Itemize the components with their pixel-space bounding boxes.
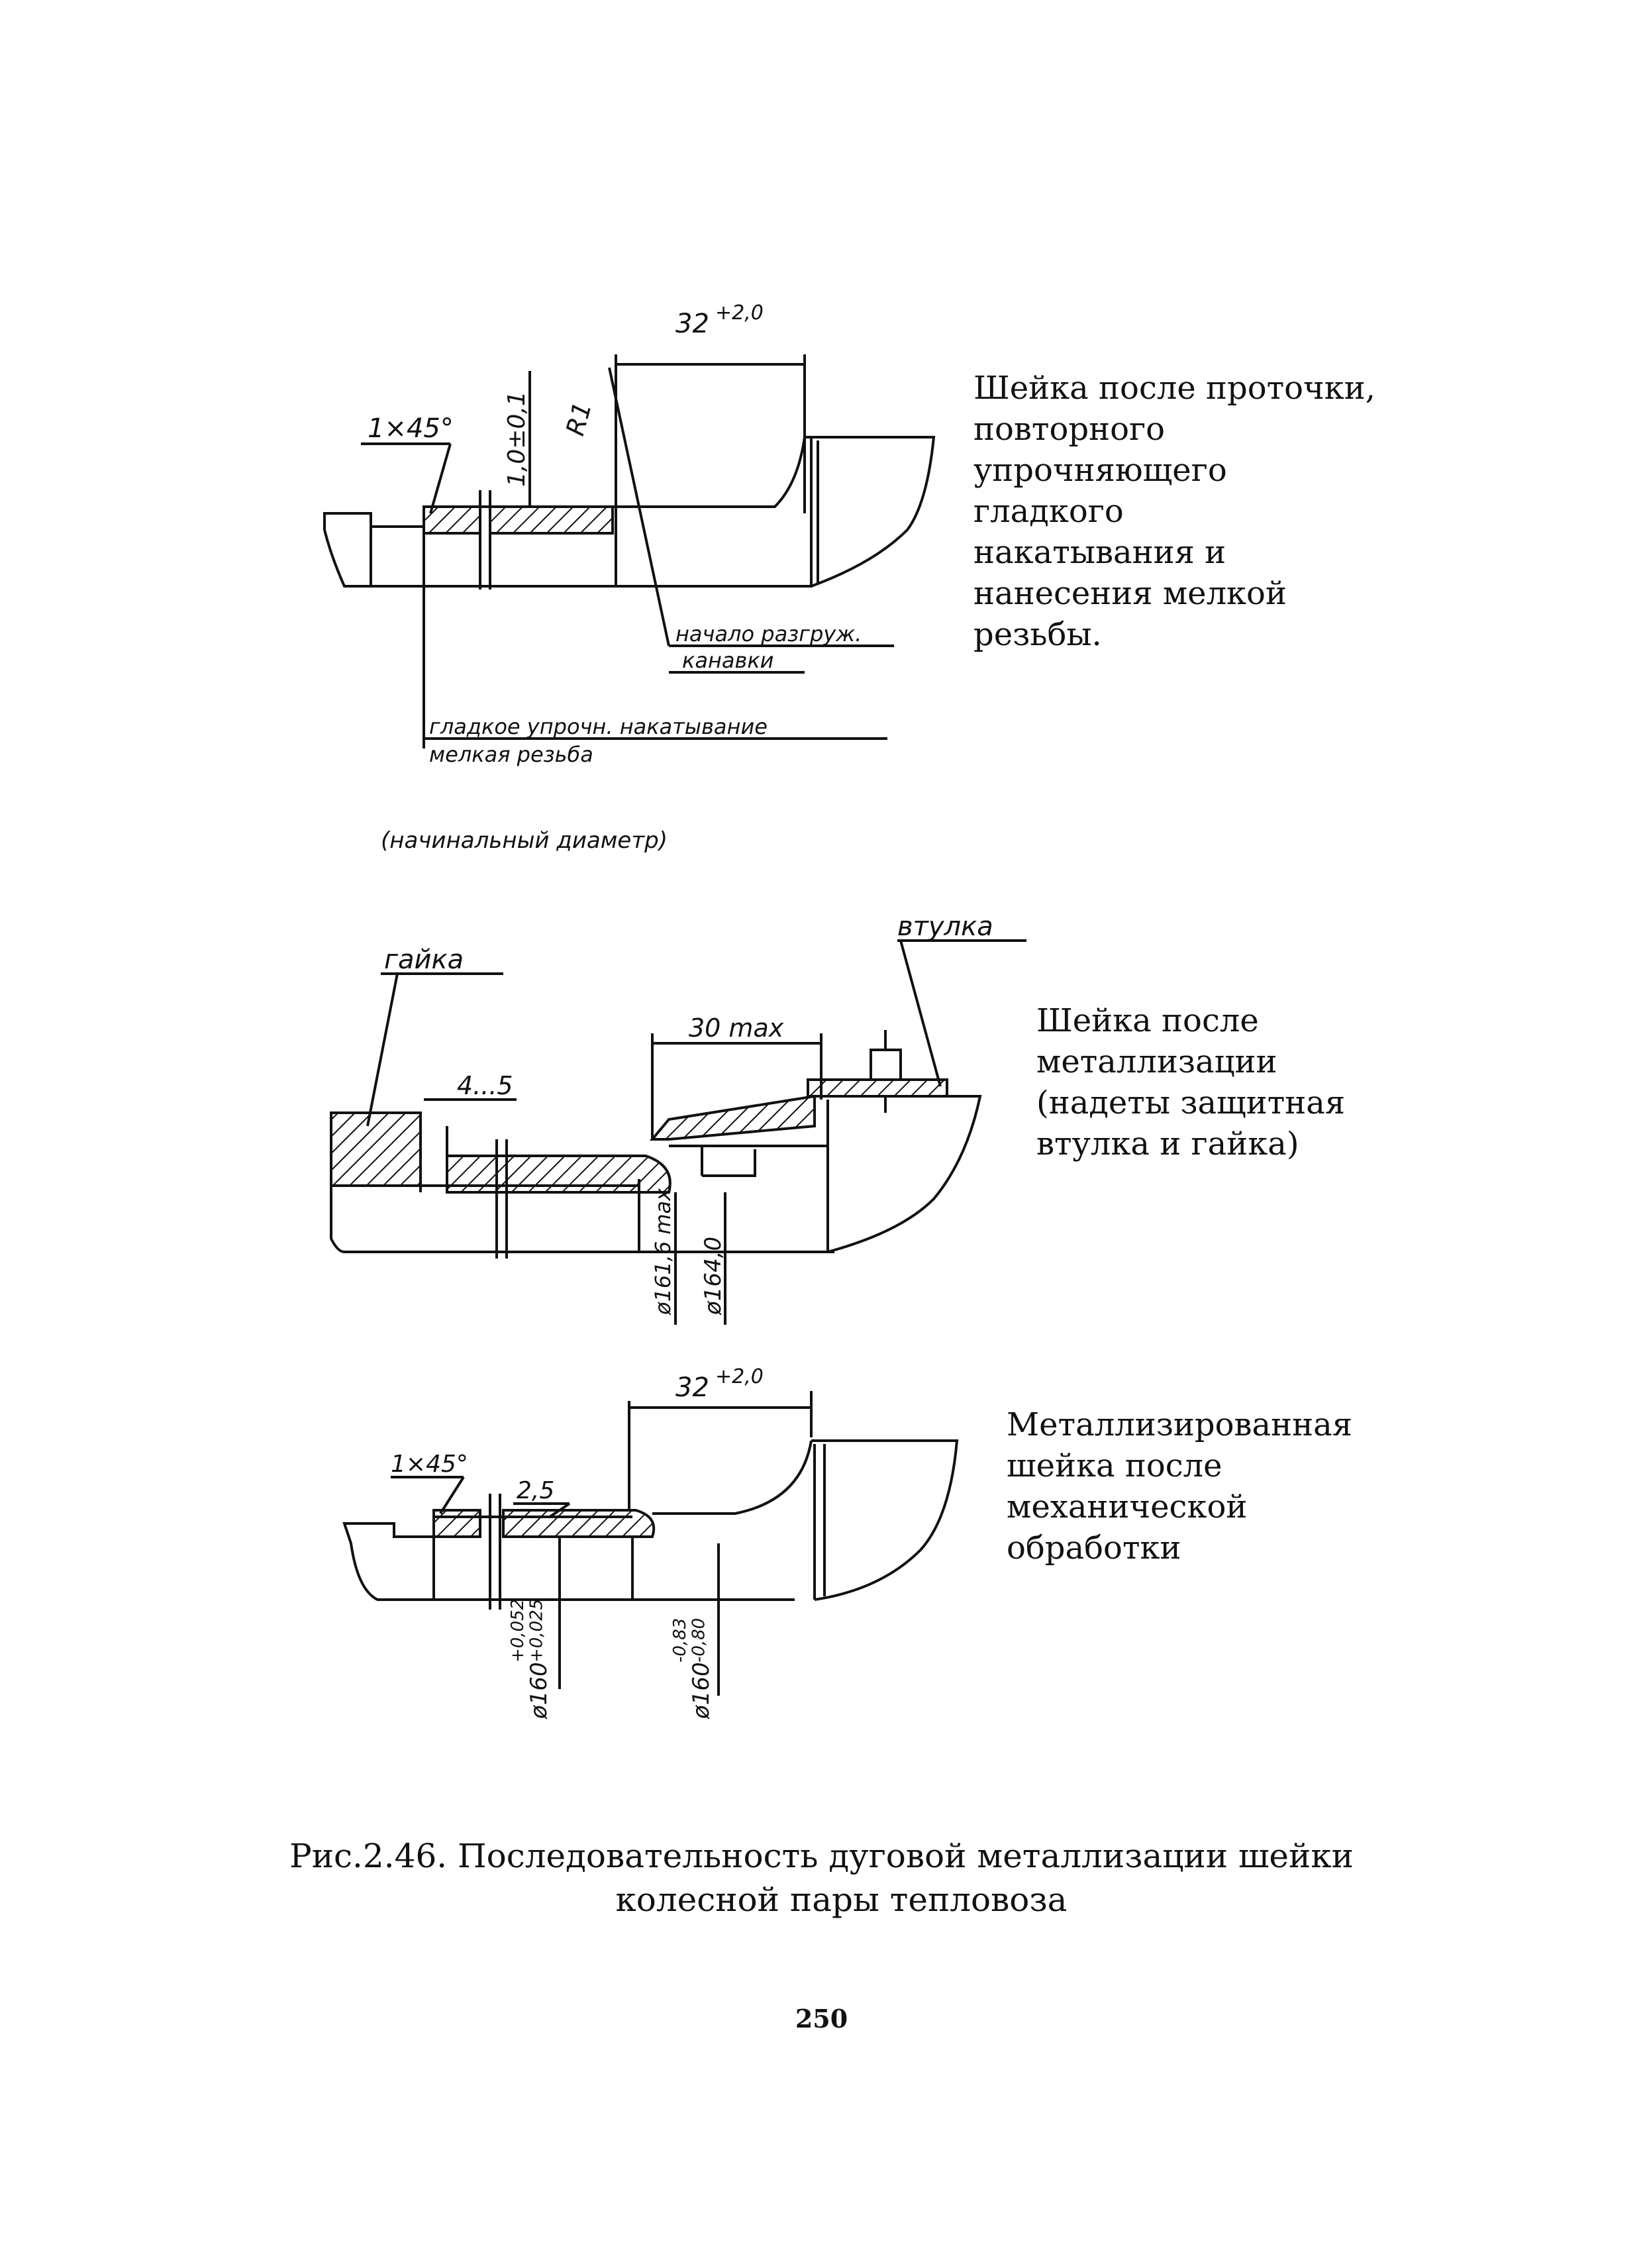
figure-caption-line-2: колесной пары тепловоза (615, 1881, 1068, 1919)
fig2-dim-max: 30 max (689, 1013, 784, 1043)
fig3-dim-top-tol: +2,0 (715, 1365, 764, 1388)
figure-2-drawing (330, 939, 1026, 1325)
fig1-depth: 1,0±0,1 (503, 391, 530, 487)
figure-caption-line-1: Рис.2.46. Последовательность дуговой мет… (289, 1837, 1354, 1875)
fig1-dim-top-tol: +2,0 (715, 301, 764, 325)
fig2-label-sleeve: втулка (897, 911, 993, 942)
figure-3-caption: Металлизированная шейка после механическ… (1007, 1406, 1353, 1567)
page-number: 250 (795, 2004, 848, 2034)
fig2-dim-gap: 4...5 (457, 1071, 513, 1100)
fig1-radius: R1 (560, 399, 597, 438)
fig1-label-diam: (начинальный диаметр) (381, 827, 668, 854)
figure-3-drawing (342, 1391, 959, 1696)
figure-2-labels: гайка втулка 30 max 4...5 ø161,6 max ø16… (384, 911, 993, 1315)
fig1-label-roll: гладкое упрочн. накатывание (429, 714, 768, 739)
fig2-diam-1: ø161,6 max (650, 1188, 675, 1315)
fig3-diam-2: ø160 (688, 1662, 715, 1720)
fig1-chamfer: 1×45° (368, 413, 454, 444)
fig2-diam-2: ø164,0 (700, 1237, 726, 1315)
figure-1-caption: Шейка после проточки, повторного упрочня… (973, 370, 1376, 653)
fig1-dim-top: 32 (675, 309, 709, 339)
fig3-diam-1: ø160 (526, 1662, 552, 1720)
fig1-label-unload-1: начало разгруж. (675, 621, 862, 646)
fig3-layer: 2,5 (517, 1477, 554, 1504)
fig2-label-nut: гайка (384, 945, 464, 975)
figure-2-caption: Шейка после металлизации (надеты защитна… (1036, 1002, 1346, 1162)
fig3-dim-top: 32 (675, 1372, 709, 1403)
fig3-diam-2-tol: -0,83-0,80 (670, 1618, 709, 1663)
figure-3-labels: 32 +2,0 1×45° 2,5 ø160 +0,052+0,025 ø160… (391, 1365, 764, 1720)
fig1-label-thread: мелкая резьба (429, 742, 593, 767)
figure-1-drawing (323, 354, 936, 748)
fig1-label-unload-2: канавки (682, 648, 773, 673)
figure-1-labels: 32 +2,0 1×45° 1,0±0,1 R1 начало разгруж.… (368, 301, 862, 854)
fig3-diam-1-tol: +0,052+0,025 (508, 1599, 547, 1663)
fig3-chamfer: 1×45° (391, 1451, 468, 1478)
